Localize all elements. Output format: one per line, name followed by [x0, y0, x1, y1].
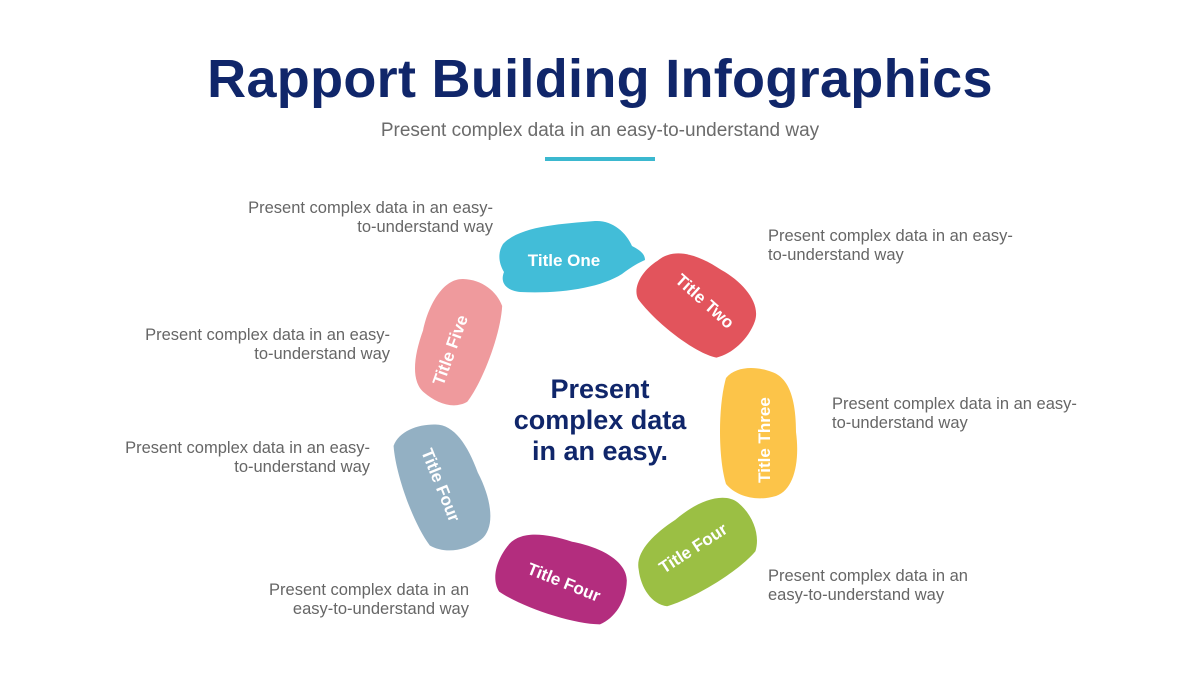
description-title-four-gray: Present complex data in an easy- to-unde… — [125, 439, 370, 477]
description-line: to-understand way — [357, 218, 493, 236]
description-title-two: Present complex data in an easy- to-unde… — [768, 227, 1013, 265]
stroke-title-four-gray-shape — [393, 424, 491, 551]
description-line: easy-to-understand way — [768, 586, 945, 604]
page-subtitle: Present complex data in an easy-to-under… — [380, 120, 820, 141]
stroke-title-two-shape — [636, 253, 757, 358]
description-title-one: Present complex data in an easy- to-unde… — [248, 199, 493, 237]
center-text-line: in an easy. — [531, 436, 669, 466]
stroke-title-four-magenta: Title Four — [495, 534, 627, 625]
description-line: Present complex data in an — [768, 567, 968, 585]
stroke-title-three-shape — [720, 368, 798, 499]
center-text-line: Present — [550, 374, 650, 404]
page-title: Rapport Building Infographics — [207, 49, 993, 109]
stroke-title-four-green: Title Four — [638, 497, 757, 607]
stroke-title-four-magenta-shape — [495, 534, 627, 625]
description-line: to-understand way — [832, 414, 968, 432]
description-title-three: Present complex data in an easy- to-unde… — [832, 395, 1077, 433]
stroke-title-three: Title Three — [720, 368, 798, 499]
center-text: Present complex data in an easy. — [490, 374, 710, 467]
description-line: to-understand way — [254, 345, 390, 363]
description-line: Present complex data in an easy- — [832, 395, 1077, 413]
description-title-four-green: Present complex data in an easy-to-under… — [768, 567, 968, 605]
stroke-title-one: Title One — [499, 220, 645, 293]
description-line: to-understand way — [768, 246, 904, 264]
stroke-title-five-shape — [415, 278, 503, 406]
description-title-five: Present complex data in an easy- to-unde… — [145, 326, 390, 364]
stroke-title-four-green-shape — [638, 497, 757, 607]
description-title-four-magenta: Present complex data in an easy-to-under… — [269, 581, 469, 619]
description-line: easy-to-understand way — [292, 600, 469, 618]
center-text-line: complex data — [513, 405, 687, 435]
stroke-title-one-shape — [499, 220, 645, 293]
description-line: Present complex data in an easy- — [145, 326, 390, 344]
description-line: Present complex data in an easy- — [248, 199, 493, 217]
title-underline — [545, 157, 655, 161]
description-line: Present complex data in an easy- — [125, 439, 370, 457]
stroke-title-three-label: Title Three — [755, 397, 774, 483]
description-line: Present complex data in an — [269, 581, 469, 599]
description-line: to-understand way — [234, 458, 370, 476]
stroke-title-two: Title Two — [636, 253, 757, 358]
stroke-title-five: Title Five — [415, 278, 503, 406]
description-line: Present complex data in an easy- — [768, 227, 1013, 245]
stroke-title-one-label: Title One — [528, 251, 600, 270]
stroke-title-four-gray: Title Four — [393, 424, 491, 551]
